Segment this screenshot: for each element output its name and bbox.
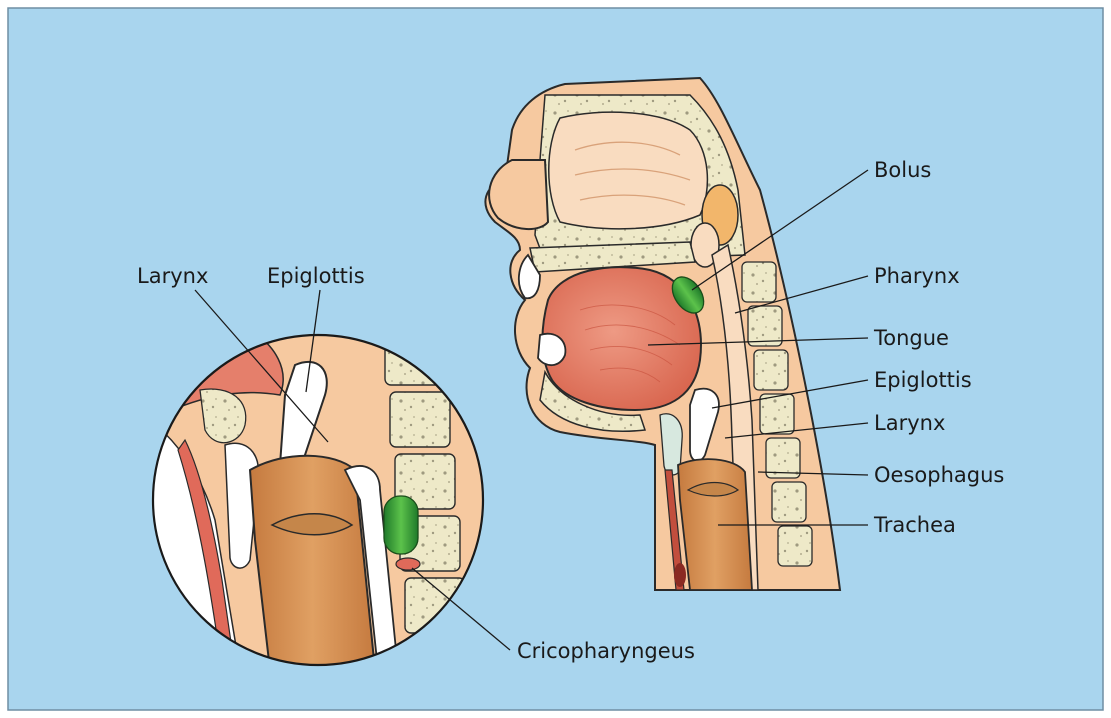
label-bolus: Bolus	[874, 158, 931, 182]
label-epiglottis-left: Epiglottis	[267, 264, 365, 288]
nasal-cavity	[549, 112, 708, 229]
lower-incisor	[538, 334, 565, 365]
label-epiglottis-right: Epiglottis	[874, 368, 972, 392]
nose	[489, 160, 548, 229]
label-trachea: Trachea	[873, 513, 956, 537]
label-cricopharyngeus: Cricopharyngeus	[517, 639, 695, 663]
label-pharynx: Pharynx	[874, 264, 960, 288]
label-larynx-left: Larynx	[137, 264, 208, 288]
isthmus	[674, 563, 686, 587]
label-oesophagus: Oesophagus	[874, 463, 1004, 487]
label-larynx-right: Larynx	[874, 411, 945, 435]
label-tongue: Tongue	[873, 326, 949, 350]
